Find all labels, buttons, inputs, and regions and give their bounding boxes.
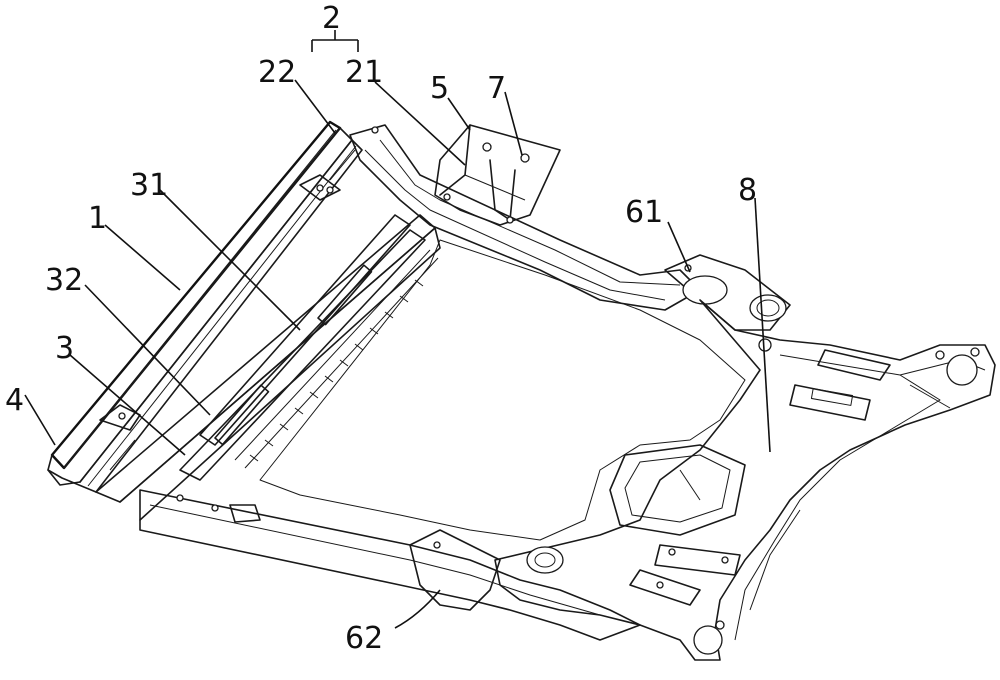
callout-22: 22 <box>258 55 296 90</box>
callout-2: 2 <box>322 1 341 36</box>
callout-4: 4 <box>5 383 24 418</box>
callout-31: 31 <box>130 168 168 203</box>
bracket-5-7 <box>434 124 561 226</box>
callout-8: 8 <box>738 173 757 208</box>
slot-lower <box>214 384 270 446</box>
front-crossmember <box>47 120 363 493</box>
bottom-rail <box>139 489 641 641</box>
center-pad <box>609 444 746 536</box>
callout-5: 5 <box>430 71 449 106</box>
callout-21: 21 <box>345 55 383 90</box>
callout-62: 62 <box>345 621 383 656</box>
leader-lines <box>24 30 771 629</box>
callout-61: 61 <box>625 195 663 230</box>
left-rail <box>95 174 441 521</box>
callout-labels: 2 22 21 5 7 31 1 32 3 4 61 8 62 <box>5 1 757 656</box>
right-plate-8 <box>494 299 996 661</box>
inner-opening <box>259 239 746 541</box>
callout-1: 1 <box>88 201 107 236</box>
callout-7: 7 <box>487 71 506 106</box>
callout-32: 32 <box>45 263 83 298</box>
callout-3: 3 <box>55 331 74 366</box>
slot-upper <box>317 264 373 326</box>
right-mount-61 <box>664 254 791 352</box>
rear-crossbeam <box>326 124 701 311</box>
